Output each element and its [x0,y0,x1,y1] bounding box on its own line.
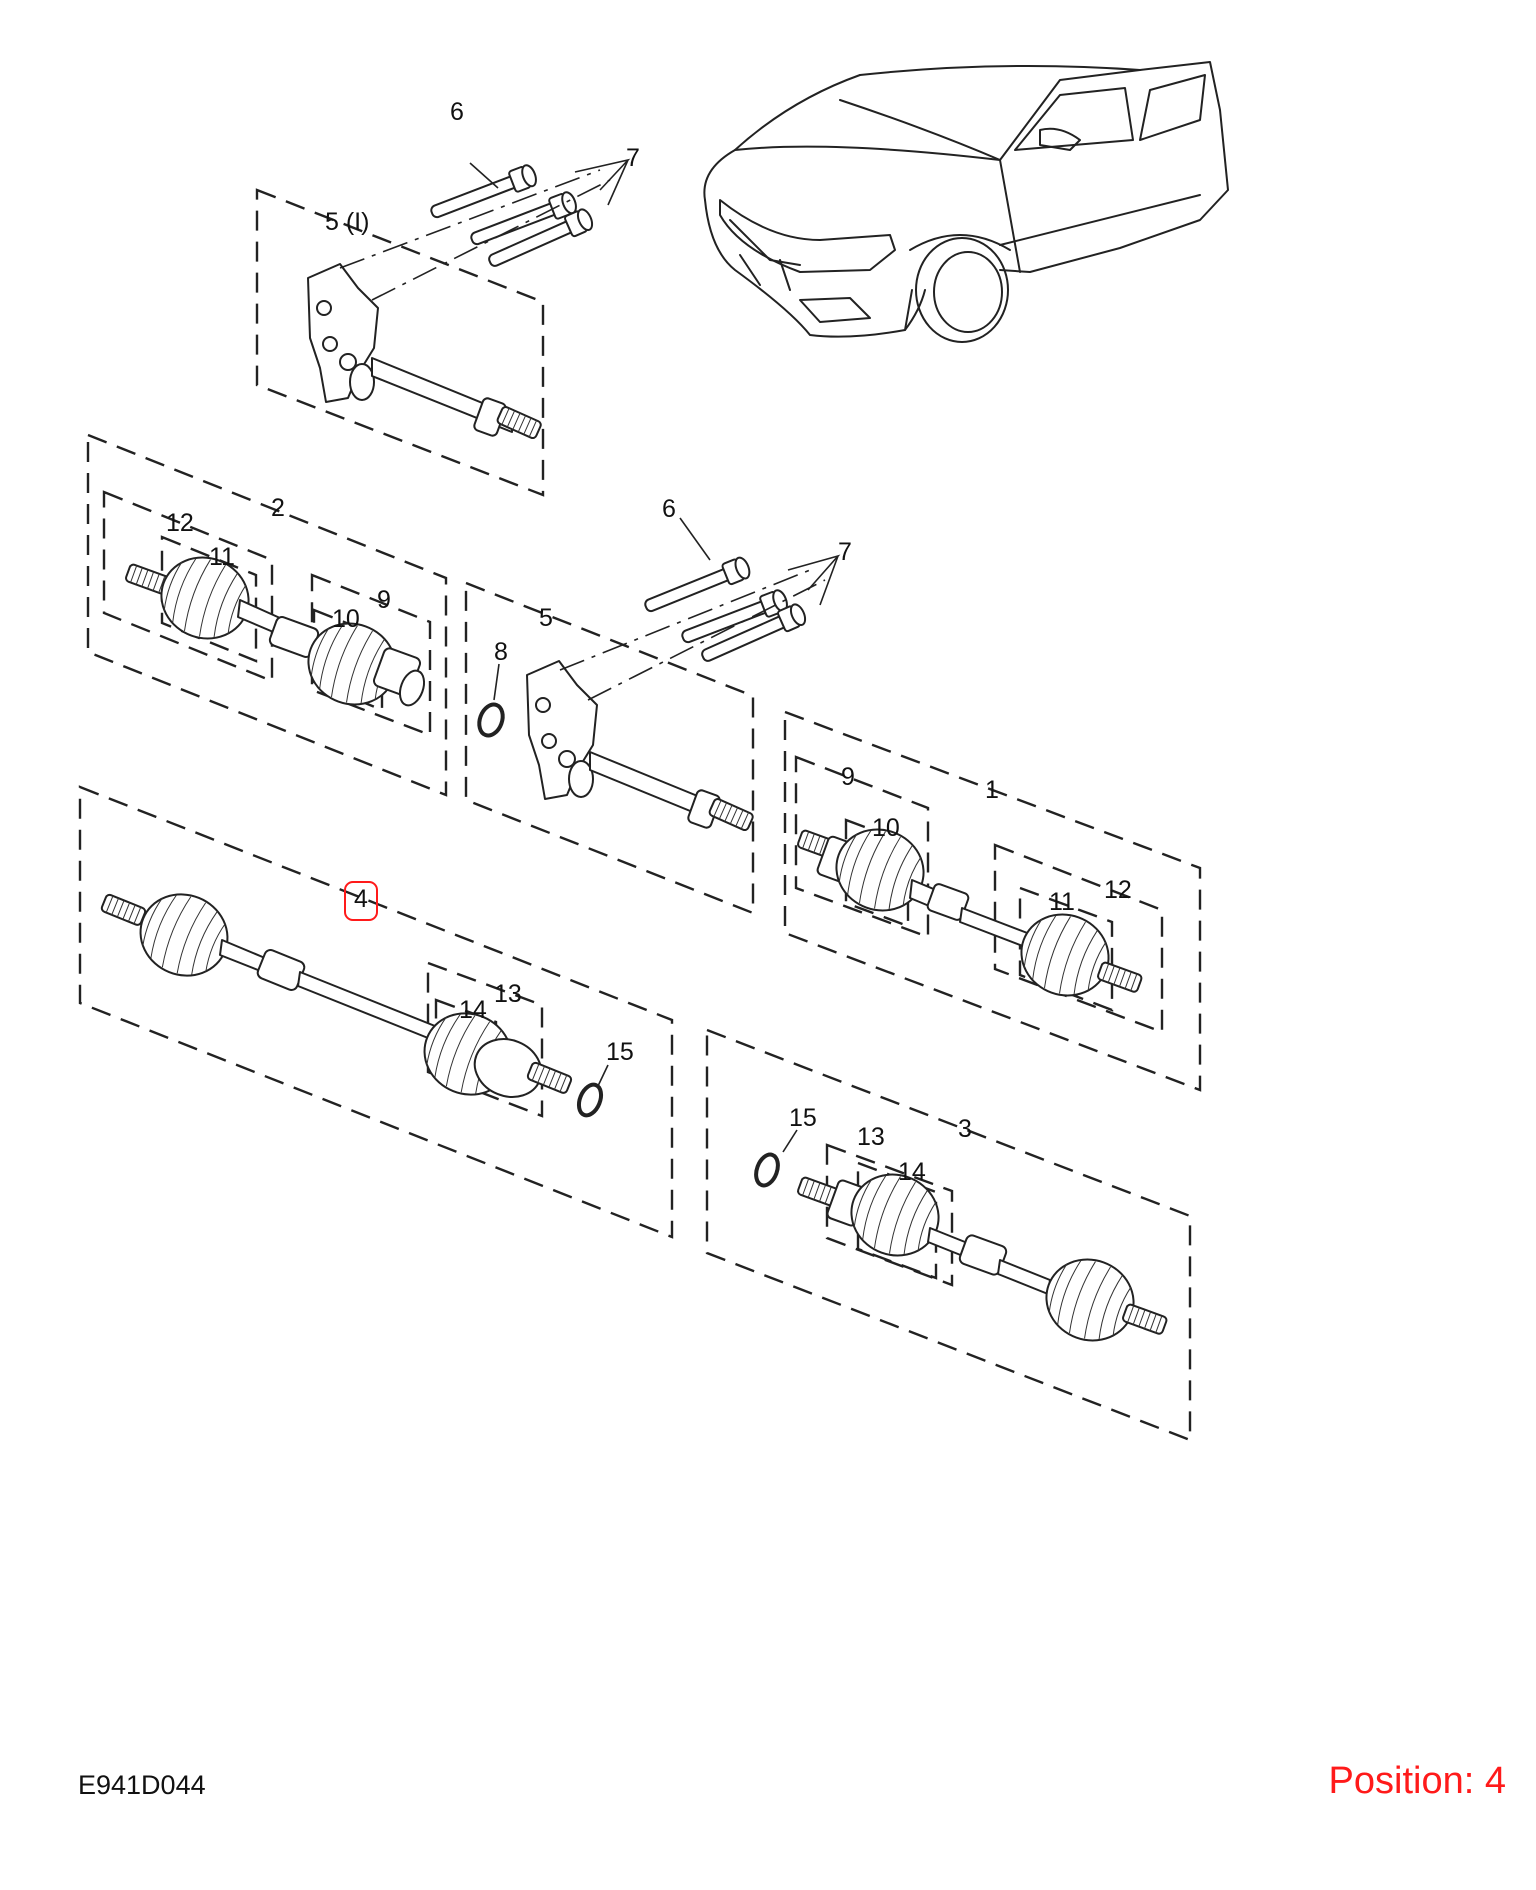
diagram-code: E941D044 [78,1770,206,1800]
callout-9: 9 [377,586,391,614]
vehicle-illustration [703,61,1229,343]
group-1 [783,710,1202,1092]
callout-5-i: 5 (I) [325,208,369,236]
callout-11: 11 [1049,888,1075,916]
group-4 [78,785,674,1239]
callout-15: 15 [606,1038,634,1066]
callout-13: 13 [494,980,522,1008]
group-3 [705,1028,1192,1442]
group-5-i [255,158,631,497]
callout-3: 3 [958,1115,972,1143]
callout-6: 6 [450,98,464,126]
callout-15: 15 [789,1104,817,1132]
position-indicator: Position: 4 [1328,1760,1506,1802]
group-2 [86,433,448,797]
callout-6: 6 [662,495,676,523]
callout-10: 10 [872,814,900,842]
callout-12: 12 [166,509,194,537]
callout-11: 11 [209,543,235,571]
callout-14: 14 [459,996,487,1024]
callout-9: 9 [841,763,855,791]
position-highlight-box [344,881,378,921]
callout-7: 7 [626,144,640,172]
callout-1: 1 [985,776,999,804]
callout-7: 7 [838,538,852,566]
callout-10: 10 [332,605,360,633]
group-5 [464,517,841,915]
callout-12: 12 [1104,876,1132,904]
callout-4: 4 [354,885,368,913]
callout-2: 2 [271,494,285,522]
callout-14: 14 [898,1158,926,1186]
callout-labels: 6 7 5 (I) 2 12 11 9 10 6 7 5 8 1 9 10 11… [166,98,1132,1186]
callout-13: 13 [857,1123,885,1151]
callout-8: 8 [494,638,508,666]
callout-5: 5 [539,604,553,632]
